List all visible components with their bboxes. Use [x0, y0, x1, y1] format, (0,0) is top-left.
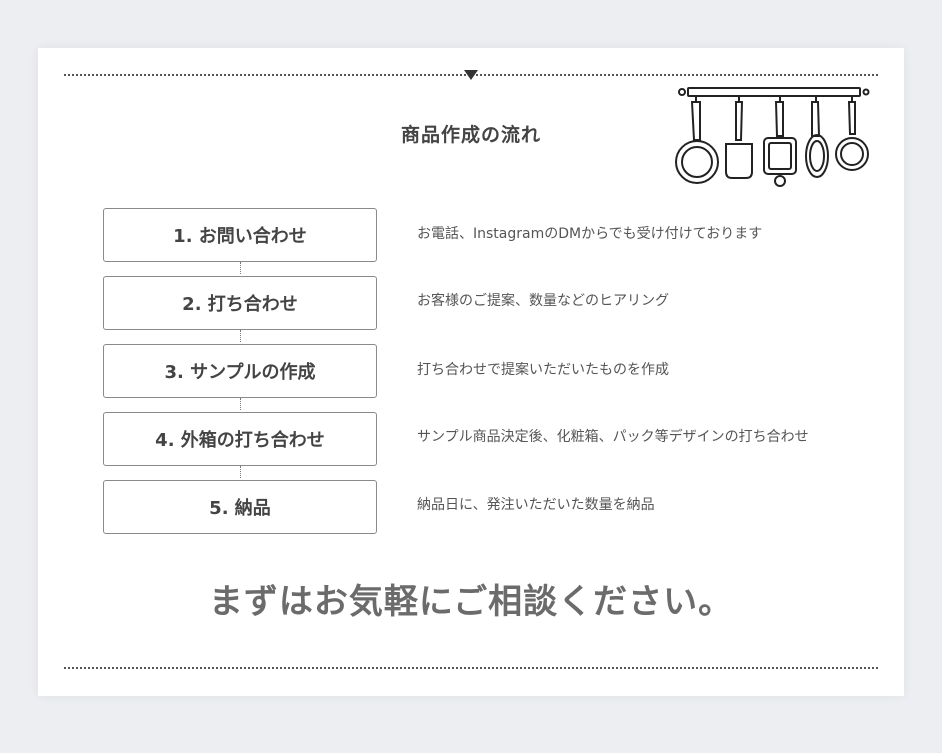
- step-sample-description: 打ち合わせで提案いただいたものを作成: [417, 362, 669, 378]
- step-meeting-description: お客様のご提案、数量などのヒアリング: [417, 293, 669, 309]
- step-delivery: 5. 納品: [103, 480, 377, 534]
- step-inquiry: 1. お問い合わせ: [103, 208, 377, 262]
- step-connector: [240, 398, 241, 410]
- step-connector: [240, 466, 241, 478]
- step-meeting: 2. 打ち合わせ: [103, 276, 377, 330]
- step-packaging: 4. 外箱の打ち合わせ: [103, 412, 377, 466]
- page-title: 商品作成の流れ: [400, 124, 541, 146]
- step-sample: 3. サンプルの作成: [103, 344, 377, 398]
- step-inquiry-description: お電話、InstagramのDMからでも受け付けております: [417, 226, 763, 242]
- call-to-action: まずはお気軽にご相談ください。: [208, 582, 734, 622]
- hanging-pans-icon: [675, 87, 870, 187]
- bottom-dotted-divider: [64, 667, 878, 669]
- step-packaging-description: サンプル商品決定後、化粧箱、パック等デザインの打ち合わせ: [417, 429, 809, 445]
- flow-card: 商品作成の流れ 1. お問い合わせ お電話、InstagramのDMか: [38, 48, 904, 696]
- step-delivery-description: 納品日に、発注いただいた数量を納品: [417, 497, 655, 513]
- step-connector: [240, 262, 241, 274]
- triangle-marker-icon: [464, 70, 478, 80]
- step-connector: [240, 330, 241, 342]
